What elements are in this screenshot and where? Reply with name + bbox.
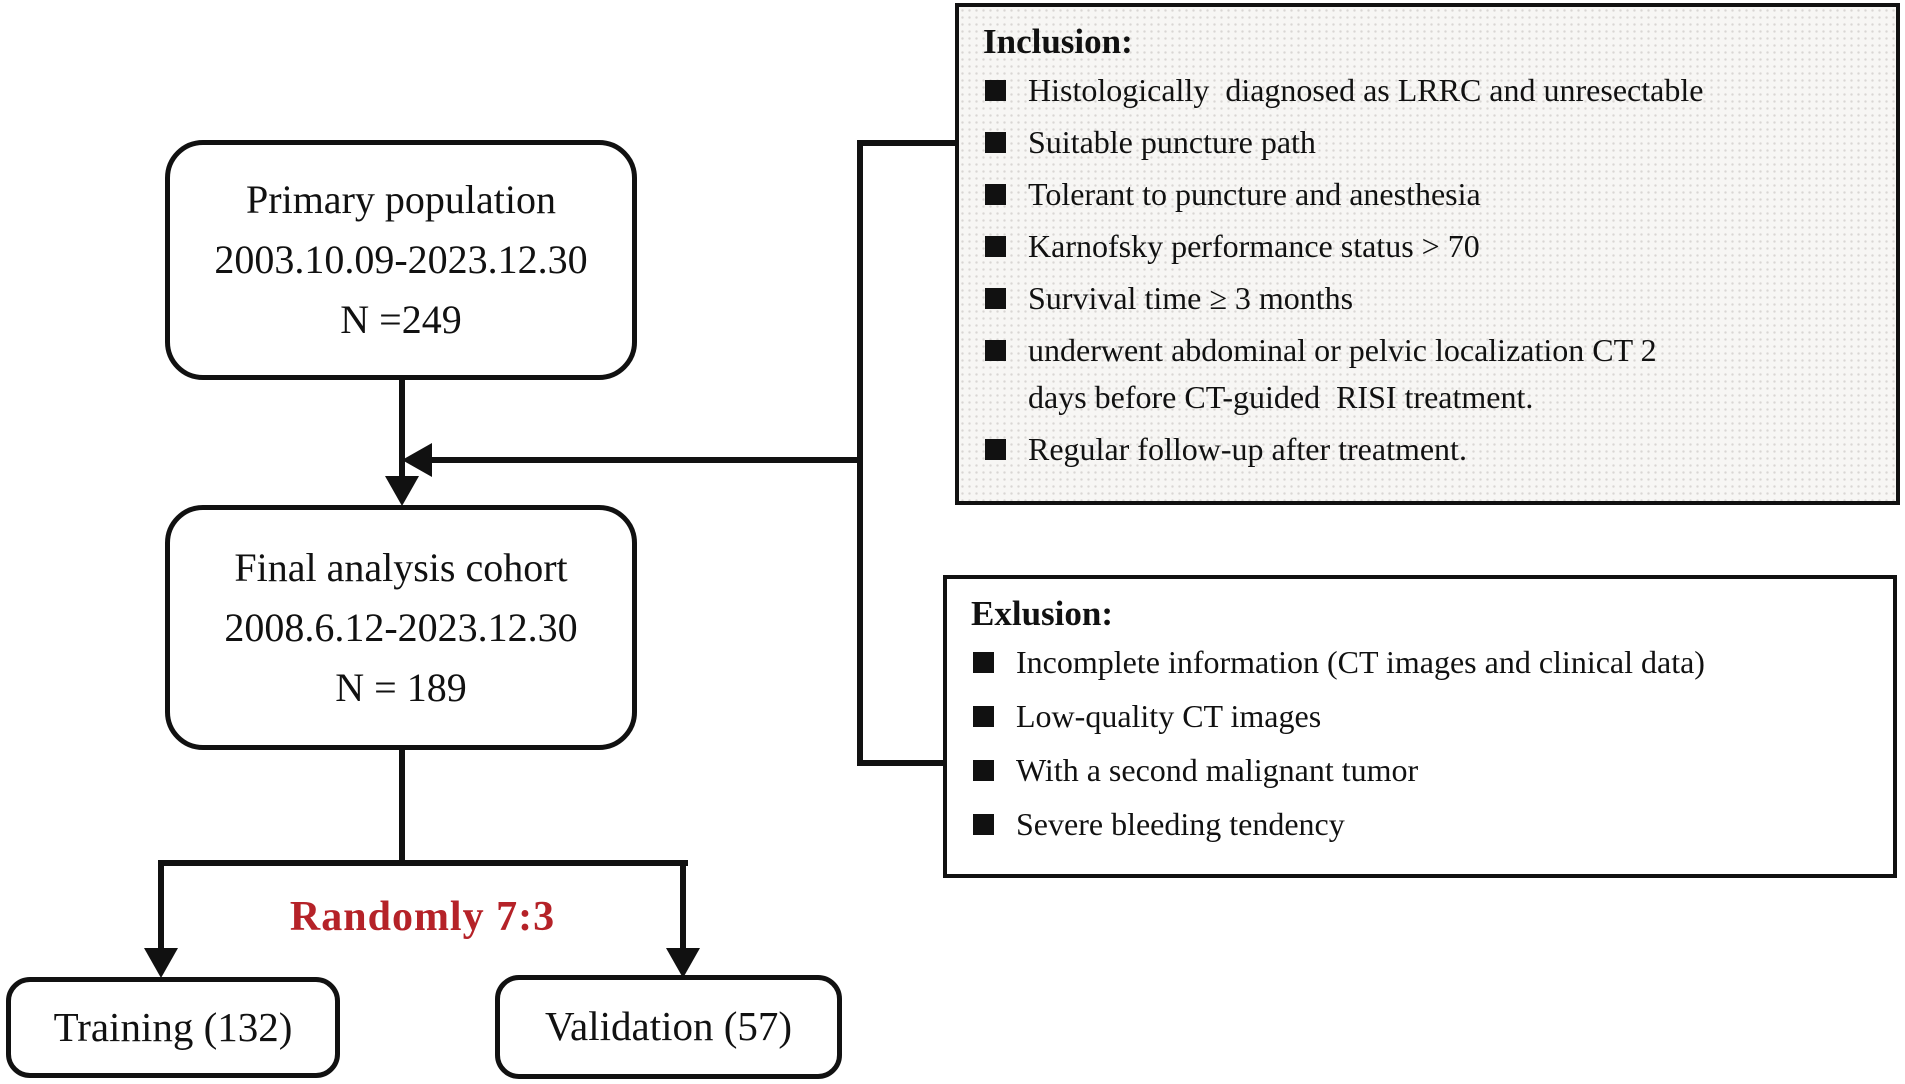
inclusion-item-text: Regular follow-up after treatment. (1028, 431, 1467, 467)
inclusion-item: Histologically diagnosed as LRRC and unr… (983, 67, 1880, 114)
square-bullet-icon (985, 340, 1006, 361)
square-bullet-icon (985, 132, 1006, 153)
primary-population-title: Primary population (246, 177, 556, 222)
final-cohort-title: Final analysis cohort (234, 544, 568, 590)
arrowhead-down-into-training-icon (144, 948, 178, 978)
criteria-bracket-vertical-line (857, 140, 863, 766)
connector-final-to-split-line (399, 750, 405, 866)
square-bullet-icon (973, 652, 994, 673)
exclusion-item: Incomplete information (CT images and cl… (971, 639, 1877, 686)
square-bullet-icon (973, 706, 994, 727)
primary-population-box: Primary population 2003.10.09-2023.12.30… (165, 140, 637, 380)
final-cohort-daterange: 2008.6.12-2023.12.30 (224, 604, 578, 650)
inclusion-item-text: underwent abdominal or pelvic localizati… (1028, 332, 1657, 415)
connector-criteria-to-flow-line (428, 457, 860, 463)
random-split-label: Randomly 7:3 (289, 894, 556, 940)
inclusion-item-text: Survival time ≥ 3 months (1028, 280, 1354, 316)
exclusion-criteria-panel: Exlusion: Incomplete information (CT ima… (943, 575, 1897, 878)
inclusion-item: Karnofsky performance status > 70 (983, 223, 1880, 270)
square-bullet-icon (985, 236, 1006, 257)
inclusion-item-text: Karnofsky performance status > 70 (1028, 228, 1480, 264)
exclusion-panel-title: Exlusion: (971, 594, 1113, 633)
final-analysis-cohort-box: Final analysis cohort 2008.6.12-2023.12.… (165, 505, 637, 750)
exclusion-item: With a second malignant tumor (971, 747, 1877, 794)
inclusion-item: Suitable puncture path (983, 119, 1880, 166)
square-bullet-icon (973, 814, 994, 835)
validation-set-label: Validation (57) (544, 1003, 793, 1050)
split-horizontal-line (158, 860, 688, 866)
inclusion-item-text: Histologically diagnosed as LRRC and unr… (1028, 72, 1704, 108)
arrowhead-left-into-flow-icon (402, 443, 432, 477)
square-bullet-icon (985, 184, 1006, 205)
exclusion-item-text: With a second malignant tumor (1016, 752, 1419, 788)
primary-population-daterange: 2003.10.09-2023.12.30 (214, 237, 588, 282)
criteria-bracket-top-line (857, 140, 957, 146)
exclusion-item-text: Severe bleeding tendency (1016, 806, 1345, 842)
inclusion-panel-title: Inclusion: (983, 22, 1133, 61)
square-bullet-icon (973, 760, 994, 781)
inclusion-criteria-panel: Inclusion: Histologically diagnosed as L… (955, 3, 1900, 505)
training-set-label: Training (132) (53, 1003, 293, 1050)
split-left-drop-line (158, 860, 164, 952)
inclusion-item-text: Tolerant to puncture and anesthesia (1028, 176, 1481, 212)
inclusion-item-text: Suitable puncture path (1028, 124, 1316, 160)
arrowhead-down-into-final-icon (385, 476, 419, 506)
inclusion-item: Tolerant to puncture and anesthesia (983, 171, 1880, 218)
validation-set-box: Validation (57) (495, 975, 842, 1079)
exclusion-item: Low-quality CT images (971, 693, 1877, 740)
exclusion-item: Severe bleeding tendency (971, 801, 1877, 848)
final-cohort-count: N = 189 (335, 664, 467, 710)
criteria-bracket-bottom-line (857, 760, 945, 766)
exclusion-item-text: Incomplete information (CT images and cl… (1016, 644, 1705, 680)
inclusion-item: Regular follow-up after treatment. (983, 426, 1880, 473)
exclusion-item-text: Low-quality CT images (1016, 698, 1322, 734)
training-set-box: Training (132) (6, 977, 340, 1078)
connector-primary-to-final-line (399, 378, 405, 480)
square-bullet-icon (985, 80, 1006, 101)
arrowhead-down-into-validation-icon (666, 948, 700, 978)
split-right-drop-line (680, 860, 686, 952)
primary-population-count: N =249 (340, 297, 462, 342)
inclusion-item: Survival time ≥ 3 months (983, 275, 1880, 322)
inclusion-item: underwent abdominal or pelvic localizati… (983, 327, 1880, 421)
square-bullet-icon (985, 288, 1006, 309)
square-bullet-icon (985, 439, 1006, 460)
